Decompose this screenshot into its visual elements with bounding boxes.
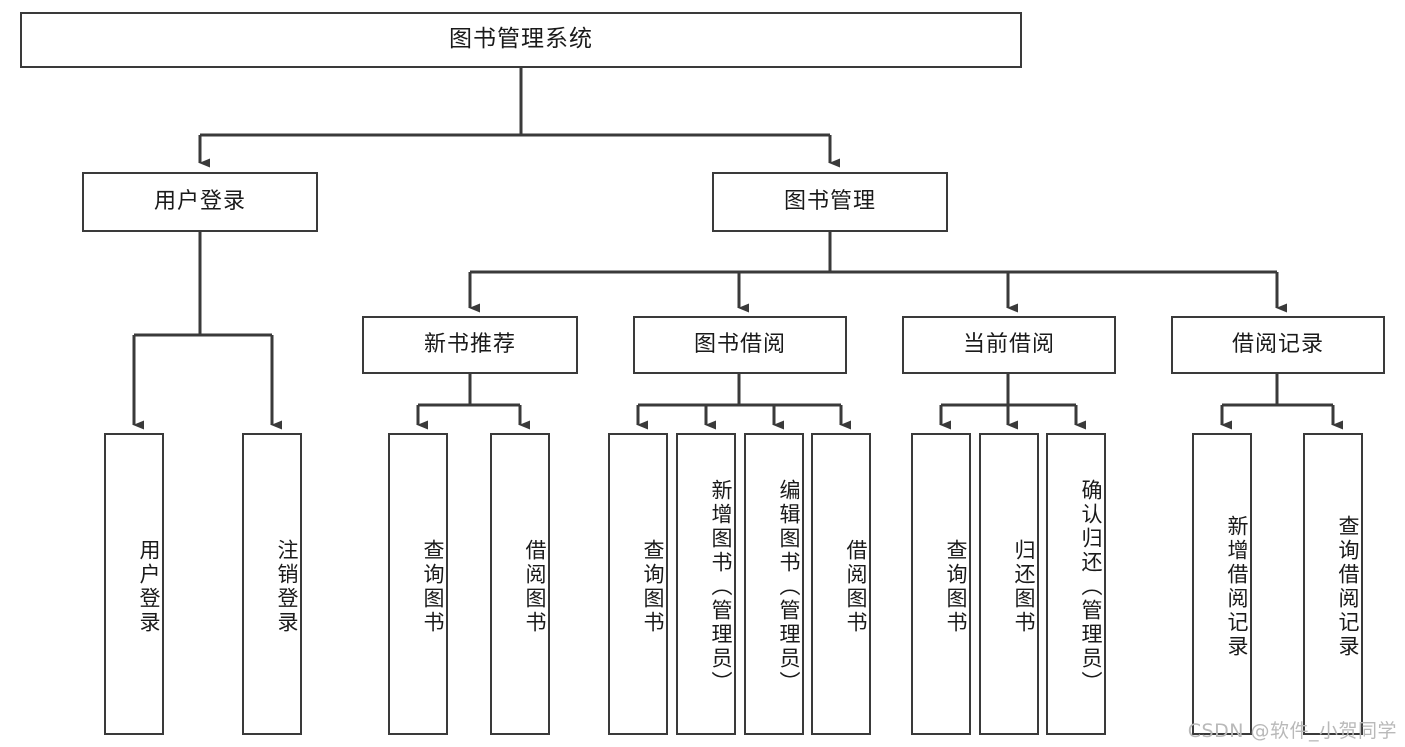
node-leaf-edit-book-admin[interactable]: 编辑图书（管理员） xyxy=(744,433,804,735)
node-label: 查询借阅记录 xyxy=(1336,515,1360,659)
node-label: 借阅图书 xyxy=(844,539,868,635)
watermark-text: CSDN @软件_小贺同学 xyxy=(1187,720,1397,742)
node-label: 新增图书（管理员） xyxy=(709,479,733,695)
node-leaf-borrow-book-new[interactable]: 借阅图书 xyxy=(490,433,550,735)
node-book-borrow[interactable]: 图书借阅 xyxy=(633,316,847,374)
node-label: 查询图书 xyxy=(944,539,968,635)
node-current-borrow[interactable]: 当前借阅 xyxy=(902,316,1116,374)
node-label: 图书借阅 xyxy=(693,331,786,357)
node-root-system[interactable]: 图书管理系统 xyxy=(20,12,1022,68)
node-label: 用户登录 xyxy=(153,188,246,214)
node-label: 用户登录 xyxy=(137,539,161,635)
node-label: 借阅图书 xyxy=(523,539,547,635)
node-label: 查询图书 xyxy=(641,539,665,635)
node-leaf-user-login[interactable]: 用户登录 xyxy=(104,433,164,735)
node-leaf-query-borrow-record[interactable]: 查询借阅记录 xyxy=(1303,433,1363,735)
node-label: 当前借阅 xyxy=(962,331,1055,357)
node-label: 编辑图书（管理员） xyxy=(777,479,801,695)
node-leaf-return-book[interactable]: 归还图书 xyxy=(979,433,1039,735)
node-label: 图书管理系统 xyxy=(449,26,593,53)
node-leaf-borrow-book[interactable]: 借阅图书 xyxy=(811,433,871,735)
node-label: 查询图书 xyxy=(421,539,445,635)
node-label: 确认归还（管理员） xyxy=(1079,479,1103,695)
node-label: 新增借阅记录 xyxy=(1225,515,1249,659)
node-leaf-add-book-admin[interactable]: 新增图书（管理员） xyxy=(676,433,736,735)
node-user-login[interactable]: 用户登录 xyxy=(82,172,318,232)
node-borrow-record[interactable]: 借阅记录 xyxy=(1171,316,1385,374)
node-leaf-query-book-borrow[interactable]: 查询图书 xyxy=(608,433,668,735)
node-leaf-logout[interactable]: 注销登录 xyxy=(242,433,302,735)
node-leaf-query-book-current[interactable]: 查询图书 xyxy=(911,433,971,735)
node-leaf-query-book-new[interactable]: 查询图书 xyxy=(388,433,448,735)
node-book-management[interactable]: 图书管理 xyxy=(712,172,948,232)
node-label: 注销登录 xyxy=(275,539,299,635)
node-label: 借阅记录 xyxy=(1231,331,1324,357)
node-leaf-confirm-return-admin[interactable]: 确认归还（管理员） xyxy=(1046,433,1106,735)
node-new-book-recommend[interactable]: 新书推荐 xyxy=(362,316,578,374)
node-leaf-add-borrow-record[interactable]: 新增借阅记录 xyxy=(1192,433,1252,735)
node-label: 图书管理 xyxy=(783,188,876,214)
node-label: 新书推荐 xyxy=(423,331,516,357)
node-label: 归还图书 xyxy=(1012,539,1036,635)
